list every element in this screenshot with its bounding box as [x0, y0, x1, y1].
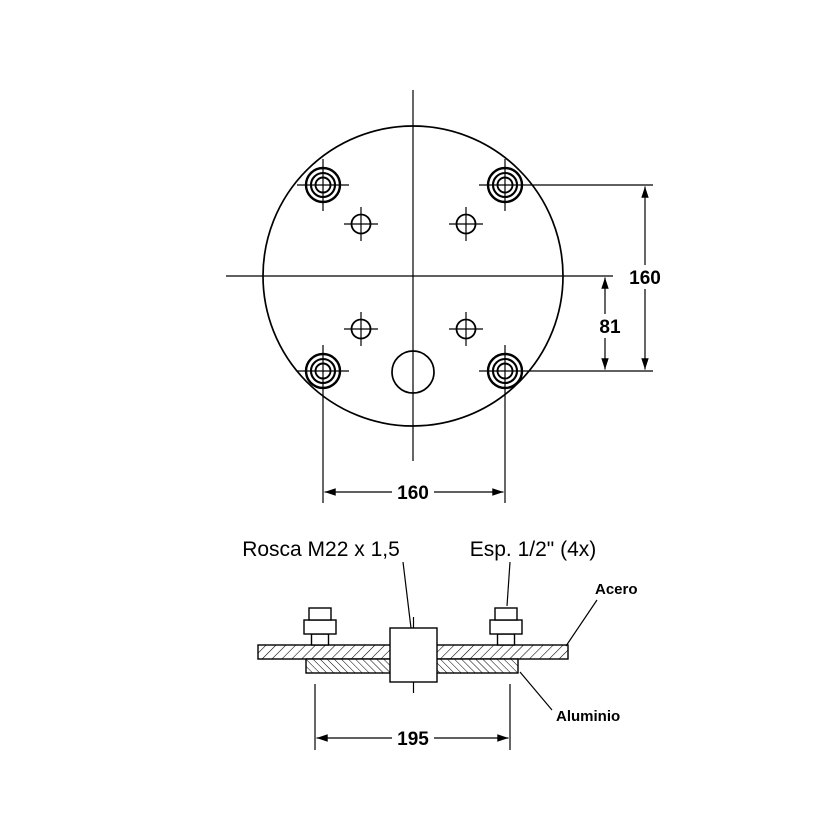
bolt-hole-bottom-right — [477, 343, 533, 399]
aluminum-material-label: Aluminio — [556, 708, 620, 725]
dimension-vertical-160: 160 — [531, 184, 664, 372]
bolt-leader-line — [506, 561, 511, 607]
small-hole-bottom-left — [343, 311, 379, 347]
dim-label-195: 195 — [397, 729, 429, 750]
dim-label-vertical-160: 160 — [629, 268, 661, 289]
steel-leader-line — [565, 599, 598, 647]
bolt-right-side-view — [489, 607, 523, 646]
thread-spec-label: Rosca M22 x 1,5 — [242, 538, 400, 561]
aluminum-leader-line — [519, 671, 553, 711]
bolt-left-side-view — [303, 607, 337, 646]
dim-label-81: 81 — [599, 317, 621, 338]
dim-label-mask — [392, 480, 434, 504]
dim-label-horizontal-160: 160 — [397, 483, 429, 504]
dimension-195: 195 — [314, 684, 511, 750]
flange-circle — [262, 125, 564, 427]
top-view: 160 81 160 — [226, 90, 664, 504]
dimension-81: 81 — [593, 277, 627, 370]
small-hole-top-right — [448, 206, 484, 242]
dimension-horizontal-160: 160 — [322, 397, 506, 504]
center-plain-hole — [391, 350, 435, 394]
bolt-hole-top-left — [295, 157, 351, 213]
steel-callout: Acero — [565, 581, 638, 647]
steel-material-label: Acero — [595, 581, 638, 598]
threaded-boss — [389, 627, 438, 683]
dim-label-mask — [626, 265, 664, 289]
thread-leader-line — [402, 561, 412, 629]
section-view: Rosca M22 x 1,5 Esp. 1/2" (4x) Acero Alu… — [242, 538, 638, 750]
bolt-hole-top-right — [477, 157, 533, 213]
bolt-hole-bottom-left — [295, 343, 351, 399]
aluminum-callout: Aluminio — [519, 671, 620, 725]
bolt-spec-label: Esp. 1/2" (4x) — [470, 538, 597, 561]
dim-label-mask — [392, 726, 434, 750]
small-hole-top-left — [343, 206, 379, 242]
small-hole-bottom-right — [448, 311, 484, 347]
dim-label-mask — [593, 314, 627, 338]
